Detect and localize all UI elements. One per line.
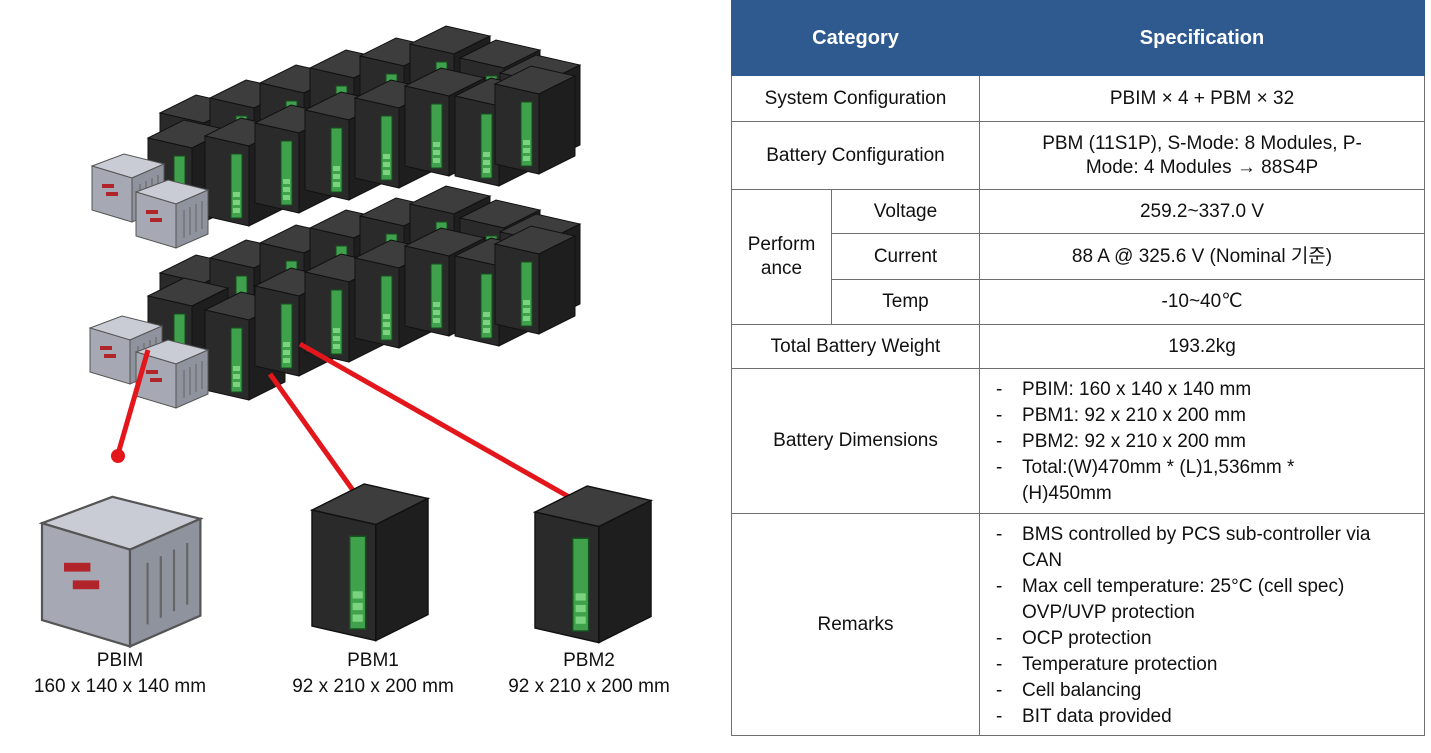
- performance-label: Performance: [731, 189, 832, 325]
- list-item: BIT data provided: [992, 704, 1414, 730]
- current-value: 88 A @ 325.6 V (Nominal 기준): [979, 233, 1426, 280]
- table-row: Battery Dimensions PBIM: 160 x 140 x 140…: [730, 368, 1426, 514]
- pbm1-caption: PBM1 92 x 210 x 200 mm: [268, 648, 478, 700]
- list-item: PBIM: 160 x 140 x 140 mm: [992, 377, 1414, 403]
- table-row: Remarks BMS controlled by PCS sub-contro…: [730, 513, 1426, 736]
- spec-table: Category Specification System Configurat…: [730, 0, 1426, 736]
- pbm2-caption: PBM2 92 x 210 x 200 mm: [484, 648, 694, 700]
- battery-system-figure: PBIM 160 x 140 x 140 mm PBM1 92 x 210 x …: [0, 0, 720, 748]
- table-row: Total Battery Weight 193.2kg: [730, 324, 1426, 369]
- table-row: Temp -10~40℃: [732, 279, 1426, 325]
- system-configuration-value: PBIM × 4 + PBM × 32: [979, 75, 1426, 122]
- table-row: Performance Voltage 259.2~337.0 V: [731, 189, 1426, 325]
- pbm2-name: PBM2: [563, 650, 615, 671]
- table-row: Current 88 A @ 325.6 V (Nominal 기준): [732, 233, 1426, 280]
- list-item: Total:(W)470mm * (L)1,536mm * (H)450mm: [992, 455, 1414, 507]
- header-category: Category: [730, 0, 981, 76]
- dimensions-list: PBIM: 160 x 140 x 140 mm PBM1: 92 x 210 …: [992, 377, 1414, 507]
- list-item: Temperature protection: [992, 652, 1414, 678]
- list-item: OCP protection: [992, 626, 1414, 652]
- remarks-label: Remarks: [730, 513, 981, 736]
- pbm1-module-icon: [311, 483, 429, 642]
- current-label: Current: [830, 233, 981, 280]
- temp-label: Temp: [830, 279, 981, 325]
- pbm1-dims: 92 x 210 x 200 mm: [292, 676, 454, 697]
- voltage-value: 259.2~337.0 V: [979, 189, 1426, 234]
- voltage-label: Voltage: [830, 189, 981, 234]
- table-header-row: Category Specification: [730, 0, 1426, 76]
- remarks-value: BMS controlled by PCS sub-controller via…: [979, 513, 1426, 736]
- list-item: Max cell temperature: 25°C (cell spec) O…: [992, 574, 1414, 626]
- battery-configuration-label: Battery Configuration: [730, 121, 981, 190]
- system-configuration-label: System Configuration: [730, 75, 981, 122]
- temp-value: -10~40℃: [979, 279, 1426, 325]
- total-weight-value: 193.2kg: [979, 324, 1426, 369]
- battery-rack-illustration: [40, 25, 652, 648]
- pbim-module-icon: [40, 495, 202, 648]
- battery-configuration-value: PBM (11S1P), S-Mode: 8 Modules, P-Mode: …: [979, 121, 1426, 190]
- remarks-list: BMS controlled by PCS sub-controller via…: [992, 522, 1414, 730]
- battery-dimensions-value: PBIM: 160 x 140 x 140 mm PBM1: 92 x 210 …: [979, 368, 1426, 514]
- pbim-caption: PBIM 160 x 140 x 140 mm: [10, 648, 230, 700]
- table-row: System Configuration PBIM × 4 + PBM × 32: [730, 75, 1426, 122]
- pbm2-dims: 92 x 210 x 200 mm: [508, 676, 670, 697]
- pbim-dims: 160 x 140 x 140 mm: [33, 676, 207, 697]
- total-weight-label: Total Battery Weight: [730, 324, 981, 369]
- list-item: BMS controlled by PCS sub-controller via…: [992, 522, 1414, 574]
- pbim-name: PBIM: [96, 650, 144, 671]
- pbm2-module-icon: [534, 485, 652, 644]
- list-item: Cell balancing: [992, 678, 1414, 704]
- pbm1-name: PBM1: [347, 650, 399, 671]
- battery-dimensions-label: Battery Dimensions: [730, 368, 981, 514]
- list-item: PBM1: 92 x 210 x 200 mm: [992, 403, 1414, 429]
- list-item: PBM2: 92 x 210 x 200 mm: [992, 429, 1414, 455]
- header-specification: Specification: [979, 0, 1426, 76]
- table-row: Battery Configuration PBM (11S1P), S-Mod…: [730, 121, 1426, 190]
